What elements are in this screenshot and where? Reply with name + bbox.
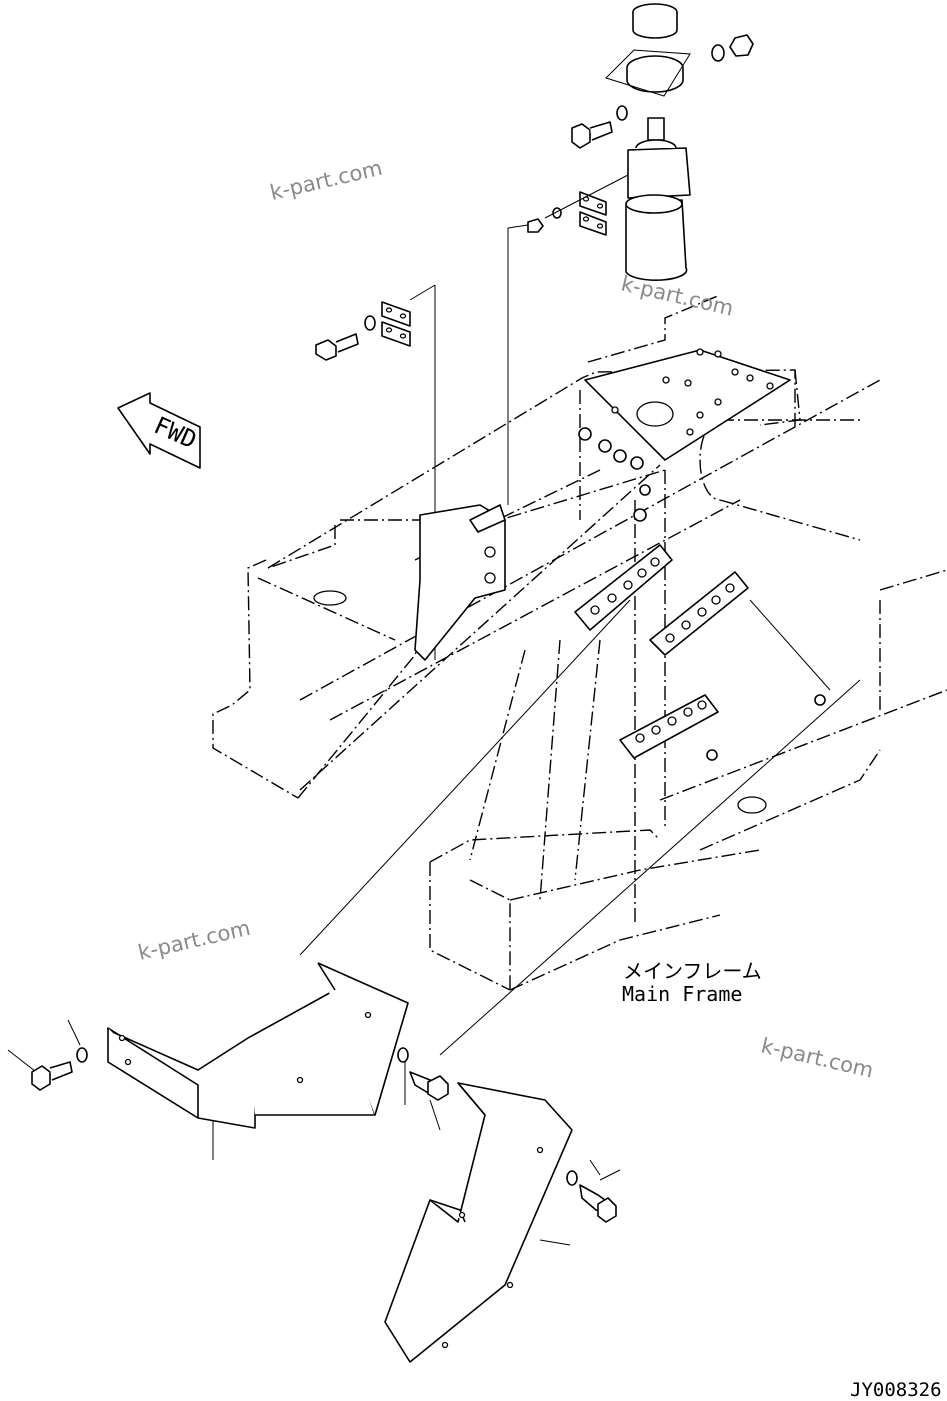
main-frame-label-jp: メインフレーム (623, 959, 762, 983)
upper-bracket-set (315, 284, 436, 660)
watermark: k-part.com (759, 1033, 876, 1082)
drawing-number: JY008326 (850, 1379, 942, 1401)
main-frame-label-en: Main Frame (622, 982, 742, 1006)
bracket-plate-1 (574, 544, 673, 631)
bracket-plate-2 (649, 571, 749, 656)
main-frame (212, 294, 947, 991)
guard-cover-right (384, 1082, 573, 1363)
watermark: k-part.com (268, 156, 385, 205)
guard-cover-left (107, 962, 409, 1129)
watermark: k-part.com (136, 916, 253, 965)
side-bracket (313, 504, 826, 814)
mounting-bolts (578, 427, 651, 522)
guard-left-fasteners (31, 1047, 449, 1101)
bracket-plate-3 (619, 694, 719, 759)
guard-right-fasteners (566, 1170, 617, 1223)
fwd-direction-arrow: FWD (117, 392, 201, 469)
leader-lines (7, 599, 861, 1246)
filter-assembly (507, 3, 754, 505)
top-plate (584, 348, 791, 461)
